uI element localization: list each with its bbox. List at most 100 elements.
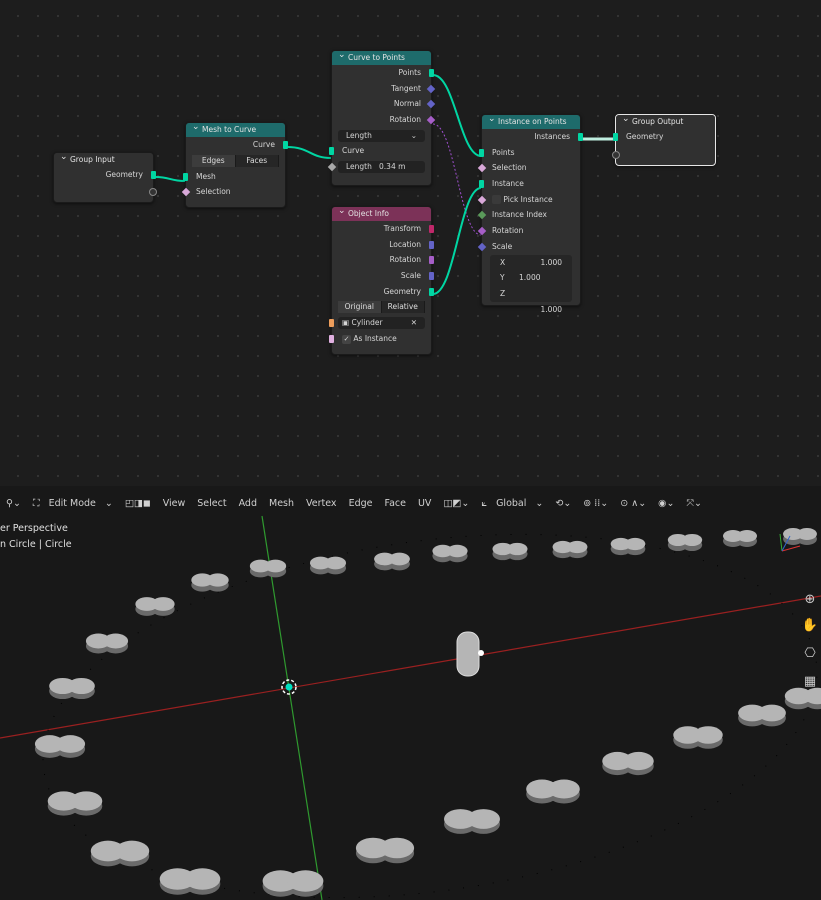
- menu-edge[interactable]: Edge: [348, 497, 373, 509]
- menu-mesh[interactable]: Mesh: [269, 497, 295, 509]
- socket-label: Scale: [400, 271, 421, 281]
- node-header[interactable]: Mesh to Curve: [186, 120, 285, 137]
- socket[interactable]: [329, 335, 334, 344]
- node-header[interactable]: Group Output: [616, 112, 715, 129]
- socket[interactable]: [327, 162, 337, 172]
- menu-add[interactable]: Add: [238, 497, 257, 509]
- socket[interactable]: [479, 148, 484, 157]
- socket[interactable]: [477, 211, 487, 220]
- socket-label: Selection: [196, 187, 231, 197]
- socket[interactable]: [283, 141, 288, 149]
- object-field[interactable]: ▣ Cylinder✕: [338, 317, 425, 330]
- empty-socket[interactable]: [149, 188, 157, 196]
- node-instance-on-points[interactable]: Instance on Points Instances Points Sele…: [477, 112, 583, 314]
- node-header[interactable]: Curve to Points: [332, 48, 431, 65]
- zoom-icon[interactable]: ⊕: [804, 592, 816, 607]
- input-pick-instance: Pick Instance: [477, 192, 580, 208]
- hand-icon[interactable]: ✋: [801, 618, 819, 633]
- socket[interactable]: [329, 319, 334, 328]
- socket-label: Normal: [393, 99, 421, 109]
- 3d-cursor: [281, 679, 297, 695]
- empty-socket[interactable]: [612, 151, 620, 159]
- instance-shape: [135, 597, 175, 616]
- camera-icon[interactable]: ⎔: [804, 646, 816, 661]
- view-type-icon[interactable]: ⚲⌄: [6, 497, 21, 509]
- node-group-output[interactable]: Group Output Geometry: [612, 112, 716, 166]
- viewport-scene: [0, 515, 821, 900]
- socket[interactable]: [477, 242, 487, 252]
- grid-icon[interactable]: ▦: [803, 674, 817, 689]
- output-scale: Scale: [332, 268, 434, 284]
- socket[interactable]: [151, 171, 156, 179]
- socket[interactable]: [578, 133, 583, 141]
- socket[interactable]: [329, 147, 334, 156]
- socket[interactable]: [479, 180, 484, 189]
- socket[interactable]: [429, 225, 434, 233]
- selected-instance[interactable]: [456, 631, 484, 677]
- socket-label: Curve: [342, 146, 365, 156]
- node-object-info[interactable]: Object Info Transform Location Rotation …: [329, 204, 434, 355]
- origin-point: [285, 683, 293, 691]
- socket-label: Instance Index: [492, 210, 547, 220]
- visibility-icon[interactable]: ◉⌄: [658, 497, 675, 509]
- socket[interactable]: [429, 256, 434, 265]
- uv-sync-icon[interactable]: ◫◩⌄: [443, 497, 470, 509]
- node-header[interactable]: Group Input: [54, 150, 153, 167]
- menu-select[interactable]: Select: [197, 497, 227, 509]
- socket-label: Geometry: [105, 170, 143, 179]
- socket-label: Location: [389, 239, 421, 249]
- node-curve-to-points[interactable]: Curve to Points Points Tangent Normal Ro…: [327, 48, 436, 186]
- menu-view[interactable]: View: [162, 497, 186, 509]
- original-button[interactable]: Original: [338, 301, 382, 314]
- mode-dropdown[interactable]: ⛶ Edit Mode ⌄: [32, 497, 113, 509]
- node-header[interactable]: Instance on Points: [482, 112, 580, 129]
- pick-instance-checkbox[interactable]: [492, 195, 501, 205]
- socket[interactable]: [183, 172, 188, 181]
- menu-vertex[interactable]: Vertex: [306, 497, 337, 509]
- proportional-edit-icon[interactable]: ⊙ ∧⌄: [620, 497, 647, 509]
- socket[interactable]: [426, 84, 436, 93]
- instance-shape: [444, 809, 500, 834]
- snap-icon[interactable]: ⊚ ⁞⁞⌄: [583, 497, 609, 509]
- menu-face[interactable]: Face: [384, 497, 406, 509]
- instance-shape: [309, 556, 347, 575]
- menu-uv[interactable]: UV: [417, 497, 432, 509]
- pivot-icon[interactable]: ⟲⌄: [555, 497, 572, 509]
- socket[interactable]: [429, 240, 434, 249]
- input-curve: Curve: [329, 143, 431, 159]
- input-length: Length 0.34 m: [327, 159, 431, 175]
- socket[interactable]: [426, 100, 436, 109]
- mode-dropdown[interactable]: Length⌄: [338, 129, 425, 142]
- socket[interactable]: [426, 115, 436, 125]
- 3d-viewport[interactable]: ⚲⌄ ⛶ Edit Mode ⌄ ◰◨◼ View Select Add Mes…: [0, 486, 821, 900]
- node-group-input[interactable]: Group Input Geometry: [53, 150, 157, 203]
- instance-shape: [723, 530, 757, 547]
- socket[interactable]: [477, 195, 487, 204]
- length-field[interactable]: Length 0.34 m: [338, 161, 425, 174]
- mode-faces-button[interactable]: Faces: [235, 154, 279, 167]
- socket[interactable]: [477, 164, 487, 173]
- as-instance-checkbox[interactable]: ✓: [342, 335, 351, 345]
- socket-label: Pick Instance: [503, 194, 553, 204]
- node-header[interactable]: Object Info: [332, 204, 431, 221]
- node-editor[interactable]: Group Input Geometry Mesh to Curve Curve…: [0, 0, 821, 486]
- clear-icon[interactable]: ✕: [410, 318, 417, 328]
- mode-edges-button[interactable]: Edges: [192, 154, 236, 167]
- socket[interactable]: [429, 69, 434, 77]
- gizmo-icon[interactable]: ⤧⌄: [686, 497, 702, 509]
- relative-button[interactable]: Relative: [381, 301, 425, 314]
- socket[interactable]: [477, 226, 487, 236]
- socket[interactable]: [181, 188, 191, 197]
- orientation-label: Global: [496, 497, 527, 509]
- socket[interactable]: [429, 272, 434, 281]
- select-mode-icons[interactable]: ◰◨◼: [124, 497, 151, 509]
- output-instances: Instances: [482, 129, 583, 145]
- transform-orientation-dropdown[interactable]: ⟀ Global ⌄: [481, 497, 544, 509]
- socket[interactable]: [613, 133, 618, 141]
- socket[interactable]: [429, 287, 434, 296]
